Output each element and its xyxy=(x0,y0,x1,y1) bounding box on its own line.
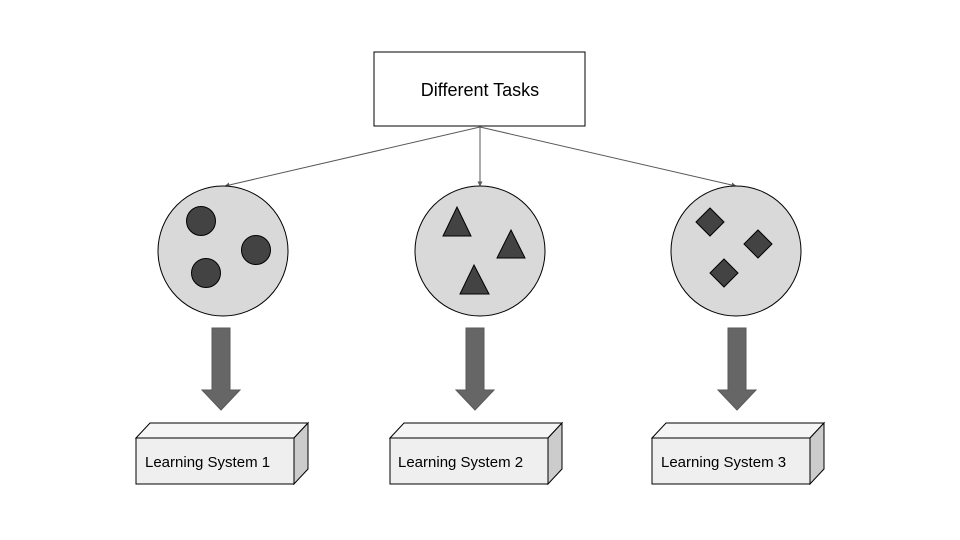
down-arrow-icon xyxy=(716,327,758,411)
learning-system-1: Learning System 1 xyxy=(134,421,310,486)
learning-system-3: Learning System 3 xyxy=(650,421,826,486)
learning-system-2-top xyxy=(388,422,564,439)
flow-arrows xyxy=(200,327,758,411)
connector-to-task-1 xyxy=(224,126,481,188)
learning-system-3-label: Learning System 3 xyxy=(661,454,786,471)
triangle-shape xyxy=(459,263,490,295)
learning-system-3-top xyxy=(650,422,826,439)
root-node-label: Different Tasks xyxy=(421,80,539,100)
circle-shape xyxy=(191,258,221,288)
connector-to-task-3 xyxy=(479,126,737,188)
learning-system-3-front xyxy=(651,437,811,485)
learning-system-1-top xyxy=(134,422,310,439)
circle-shape xyxy=(241,235,271,265)
circle-shape xyxy=(186,206,216,236)
task-group-diamonds xyxy=(670,185,802,317)
learning-system-2-label: Learning System 2 xyxy=(398,454,523,471)
connectors xyxy=(224,126,737,188)
task-group-circles xyxy=(157,185,289,317)
task-set-3-container xyxy=(670,185,802,317)
down-arrow-icon xyxy=(200,327,242,411)
root-node-box xyxy=(373,51,586,127)
triangle-shape xyxy=(496,228,526,259)
task-set-2-container xyxy=(414,185,546,317)
diamond-shape xyxy=(695,207,725,237)
learning-system-2-front xyxy=(389,437,549,485)
diamond-shape xyxy=(709,258,739,288)
learning-system-2: Learning System 2 xyxy=(388,421,564,486)
diamond-shape xyxy=(743,229,773,259)
root-node: Different Tasks xyxy=(373,51,586,127)
triangle-shape xyxy=(442,205,472,237)
learning-system-1-front xyxy=(135,437,295,485)
task-group-triangles xyxy=(414,185,546,317)
learning-system-1-label: Learning System 1 xyxy=(145,454,270,471)
down-arrow-icon xyxy=(454,327,496,411)
